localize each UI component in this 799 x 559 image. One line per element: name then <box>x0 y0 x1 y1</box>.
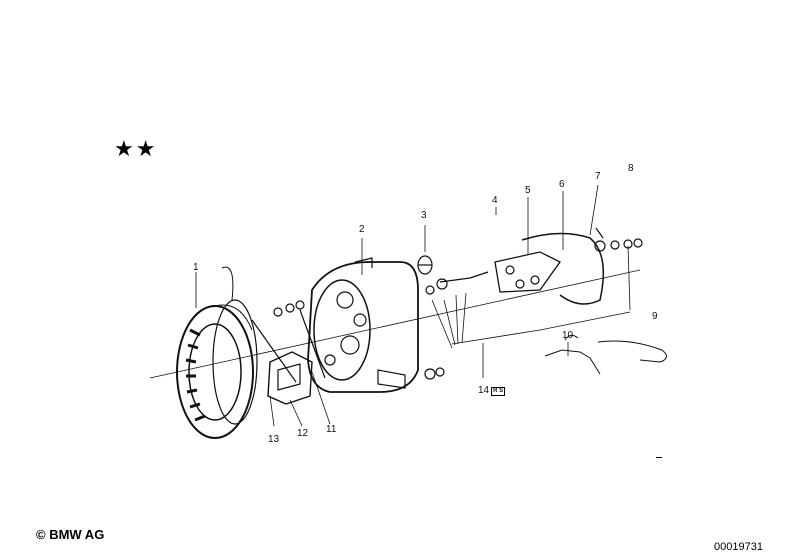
callout-12: 12 <box>297 428 309 439</box>
callout-5: 5 <box>525 185 531 196</box>
center-axis-line <box>149 269 641 379</box>
callout-9: 9 <box>652 311 658 322</box>
callout-7: 7 <box>595 171 601 182</box>
callout-6: 6 <box>559 179 565 190</box>
callout-2: 2 <box>359 224 365 235</box>
fasteners-left <box>251 300 326 383</box>
callout-3: 3 <box>421 210 427 221</box>
callout-13: 13 <box>268 434 280 445</box>
callout-4: 4 <box>492 195 498 206</box>
washer-part <box>424 367 445 380</box>
housing-part <box>307 238 419 393</box>
stator-part <box>176 266 258 439</box>
dash-mark <box>656 457 662 458</box>
callout-1: 1 <box>193 262 199 273</box>
copyright-text: © BMW AG <box>36 527 105 542</box>
rectifier-assembly <box>425 184 643 305</box>
cap-part <box>417 225 433 275</box>
callout-14-number: 14 <box>478 385 490 396</box>
bracket-lines <box>431 245 631 378</box>
regulator-part <box>267 351 331 427</box>
spring-clips <box>544 334 667 375</box>
callout-11: 11 <box>326 424 337 435</box>
document-number: 00019731 <box>714 541 763 553</box>
callout-10: 10 <box>562 330 574 341</box>
callout-8: 8 <box>628 163 634 174</box>
rs-badge: R S <box>491 387 506 396</box>
marker-stars: ★★ <box>114 137 158 162</box>
